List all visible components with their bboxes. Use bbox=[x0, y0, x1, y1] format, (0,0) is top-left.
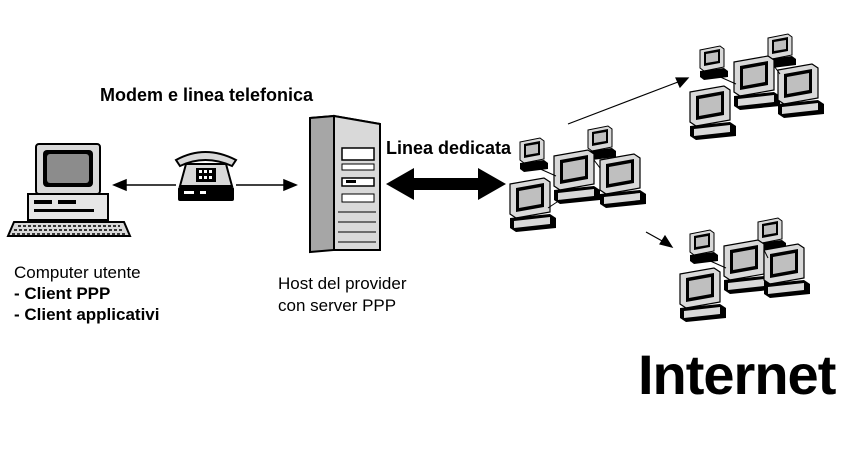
user-computer-item: - Client applicativi bbox=[14, 305, 160, 324]
internet-label: Internet bbox=[638, 343, 836, 406]
network-cluster-middle bbox=[509, 125, 647, 233]
desktop-computer-icon bbox=[6, 143, 132, 237]
user-computer-label: Computer utente - Client PPP - Client ap… bbox=[14, 262, 159, 325]
provider-host-line1: Host del provider bbox=[278, 274, 407, 293]
user-computer-title: Computer utente bbox=[14, 263, 141, 282]
dedicated-line-label: Linea dedicata bbox=[386, 138, 512, 158]
telephone-modem-icon bbox=[174, 151, 238, 201]
network-link-arrows bbox=[567, 77, 690, 248]
modem-line-label: Modem e linea telefonica bbox=[100, 85, 314, 105]
provider-host-label: Host del provider con server PPP bbox=[278, 273, 407, 317]
user-computer-item: - Client PPP bbox=[14, 284, 111, 303]
server-tower-icon bbox=[309, 114, 381, 254]
dedicated-line-arrow bbox=[386, 168, 506, 200]
provider-host-line2: con server PPP bbox=[278, 296, 397, 315]
phone-line-arrow bbox=[112, 178, 298, 192]
network-cluster-top bbox=[689, 33, 825, 141]
network-cluster-bottom bbox=[679, 217, 811, 323]
